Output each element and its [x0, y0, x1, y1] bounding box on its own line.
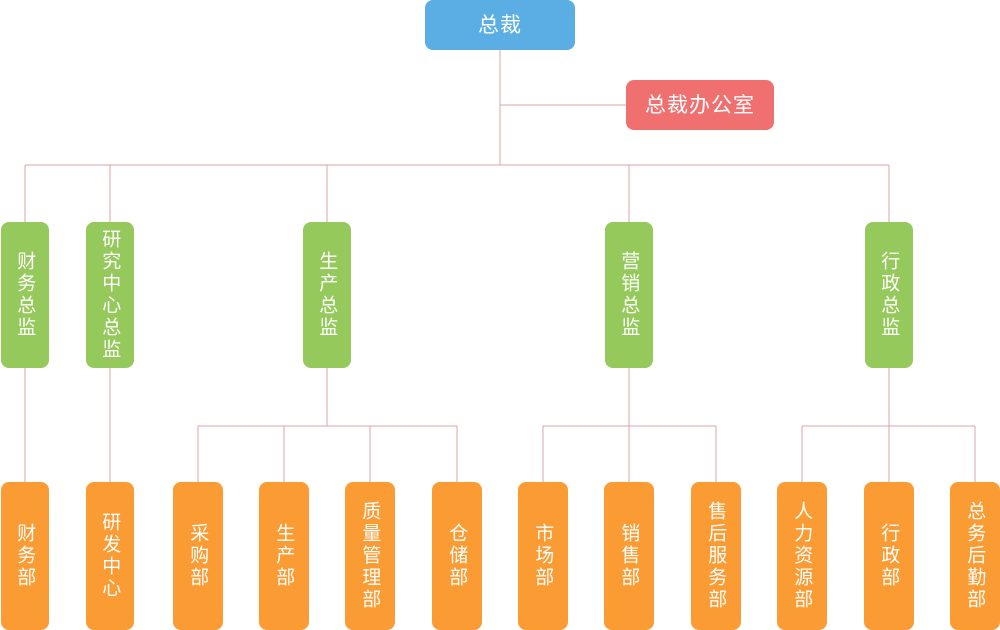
node-presidents-office[interactable]: 总裁办公室 — [626, 80, 774, 130]
node-warehouse-department-label: 仓储部 — [446, 523, 469, 589]
node-administration-department-label: 行政部 — [878, 523, 901, 589]
node-finance-director-label: 财务总监 — [14, 251, 37, 339]
node-after-sales-service-department-label: 售后服务部 — [705, 501, 728, 611]
node-human-resources-department[interactable]: 人力资源部 — [777, 482, 827, 630]
node-production-director[interactable]: 生产总监 — [303, 222, 351, 368]
node-warehouse-department[interactable]: 仓储部 — [432, 482, 482, 630]
node-sales-department-label: 销售部 — [618, 523, 641, 589]
node-production-department[interactable]: 生产部 — [259, 482, 309, 630]
node-research-center-director[interactable]: 研究中心总监 — [86, 222, 134, 368]
node-administration-director[interactable]: 行政总监 — [865, 222, 913, 368]
node-marketing-director-label: 营销总监 — [618, 251, 641, 339]
node-production-director-label: 生产总监 — [316, 251, 339, 339]
node-presidents-office-label: 总裁办公室 — [645, 92, 755, 117]
node-administration-director-label: 行政总监 — [878, 251, 901, 339]
node-general-affairs-logistics-department-label: 总务后勤部 — [964, 501, 987, 611]
node-purchasing-department[interactable]: 采购部 — [173, 482, 223, 630]
node-administration-department[interactable]: 行政部 — [864, 482, 914, 630]
node-general-affairs-logistics-department[interactable]: 总务后勤部 — [950, 482, 1000, 630]
node-sales-department[interactable]: 销售部 — [604, 482, 654, 630]
node-rnd-center-label: 研发中心 — [99, 512, 122, 600]
node-quality-management-department-label: 质量管理部 — [359, 501, 382, 611]
node-finance-department-label: 财务部 — [14, 523, 37, 589]
node-ceo-label: 总裁 — [478, 12, 522, 37]
node-ceo[interactable]: 总裁 — [425, 0, 575, 50]
node-market-department-label: 市场部 — [532, 523, 555, 589]
node-quality-management-department[interactable]: 质量管理部 — [345, 482, 395, 630]
node-finance-director[interactable]: 财务总监 — [1, 222, 49, 368]
node-after-sales-service-department[interactable]: 售后服务部 — [691, 482, 741, 630]
node-finance-department[interactable]: 财务部 — [1, 482, 49, 630]
node-production-department-label: 生产部 — [273, 523, 296, 589]
node-marketing-director[interactable]: 营销总监 — [605, 222, 653, 368]
node-human-resources-department-label: 人力资源部 — [791, 501, 814, 611]
node-market-department[interactable]: 市场部 — [518, 482, 568, 630]
node-purchasing-department-label: 采购部 — [187, 523, 210, 589]
node-research-center-director-label: 研究中心总监 — [99, 229, 122, 361]
node-rnd-center[interactable]: 研发中心 — [86, 482, 134, 630]
